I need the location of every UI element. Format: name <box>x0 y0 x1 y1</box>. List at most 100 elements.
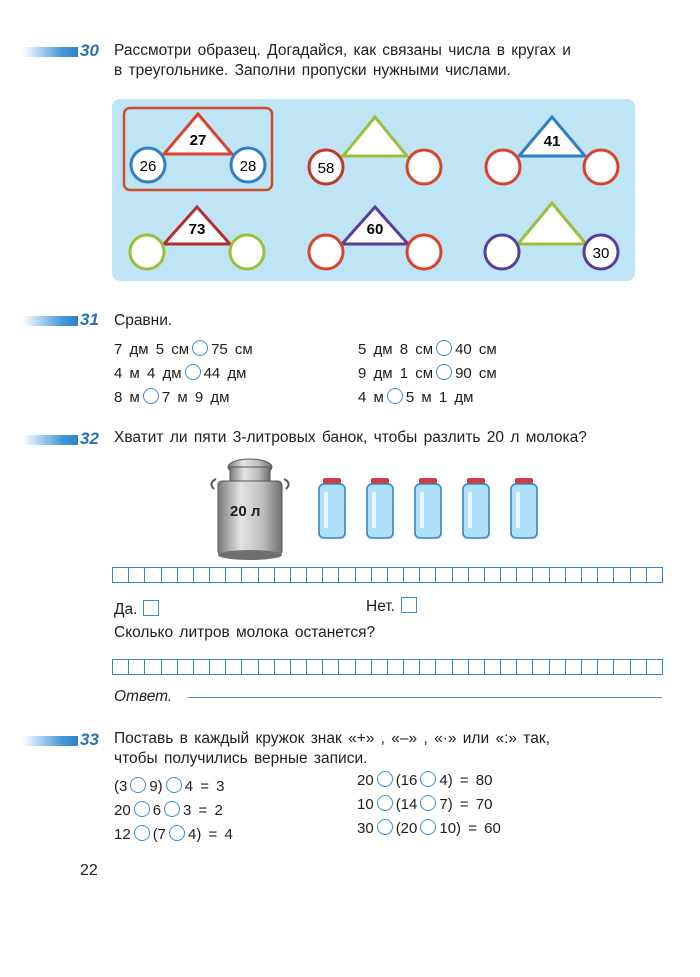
grid-cell[interactable] <box>128 659 146 675</box>
answer-line[interactable] <box>188 697 662 698</box>
grid-cell[interactable] <box>225 567 243 583</box>
grid-cell[interactable] <box>516 659 534 675</box>
grid-cell[interactable] <box>386 567 405 583</box>
grid-cell[interactable] <box>209 567 227 583</box>
operator-circle[interactable] <box>420 795 437 811</box>
operator-circle[interactable] <box>420 819 437 835</box>
operator-circle[interactable] <box>169 825 186 841</box>
grid-cell[interactable] <box>564 659 583 675</box>
grid-cell[interactable] <box>160 659 179 675</box>
grid-cell[interactable] <box>500 567 518 583</box>
grid-cell[interactable] <box>629 567 648 583</box>
operator-circle[interactable] <box>376 795 393 811</box>
grid-cell[interactable] <box>192 659 211 675</box>
operator-circle[interactable] <box>133 801 150 817</box>
grid-cell[interactable] <box>613 659 631 675</box>
grid-cell[interactable] <box>354 567 373 583</box>
grid-cell[interactable] <box>532 659 551 675</box>
grid-cell[interactable] <box>613 567 631 583</box>
grid-cell[interactable] <box>354 659 373 675</box>
grid-cell[interactable] <box>548 659 567 675</box>
grid-cell[interactable] <box>289 659 308 675</box>
no-option: Нет. <box>366 597 417 616</box>
grid-cell[interactable] <box>435 659 453 675</box>
grid-cell[interactable] <box>645 659 664 675</box>
operator-circle[interactable] <box>165 777 182 793</box>
grid-cell[interactable] <box>500 659 518 675</box>
grid-cell[interactable] <box>580 659 599 675</box>
grid-cell[interactable] <box>128 567 146 583</box>
grid-cell[interactable] <box>160 567 179 583</box>
task-30-puzzles: 27 26 28 58 41 73 60 30 <box>122 106 620 271</box>
grid-cell[interactable] <box>403 567 421 583</box>
grid-cell[interactable] <box>273 659 292 675</box>
operator-circle[interactable] <box>133 825 150 841</box>
task-32-number: 32 <box>80 429 99 448</box>
grid-cell[interactable] <box>419 659 437 675</box>
compare-circle[interactable] <box>386 388 403 404</box>
grid-cell[interactable] <box>192 567 211 583</box>
grid-cell[interactable] <box>483 567 502 583</box>
operator-circle[interactable] <box>164 801 181 817</box>
grid-cell[interactable] <box>257 659 276 675</box>
grid-cell[interactable] <box>403 659 421 675</box>
operator-circle[interactable] <box>130 777 147 793</box>
yes-checkbox[interactable] <box>143 600 160 616</box>
grid-cell[interactable] <box>370 567 389 583</box>
grid-cell[interactable] <box>419 567 437 583</box>
grid-cell[interactable] <box>241 659 259 675</box>
grid-cell[interactable] <box>645 567 664 583</box>
operator-circle[interactable] <box>420 771 437 787</box>
grid-cell[interactable] <box>144 567 162 583</box>
grid-cell[interactable] <box>370 659 389 675</box>
compare-circle[interactable] <box>192 340 209 356</box>
grid-cell[interactable] <box>516 567 534 583</box>
grid-cell[interactable] <box>322 659 340 675</box>
grid-cell[interactable] <box>338 659 356 675</box>
grid-cell[interactable] <box>176 659 195 675</box>
no-checkbox[interactable] <box>401 597 417 613</box>
grid-cell[interactable] <box>451 567 470 583</box>
compare-circle[interactable] <box>184 364 201 380</box>
grid-cell[interactable] <box>467 659 486 675</box>
grid-cell[interactable] <box>112 659 130 675</box>
operator-circle[interactable] <box>376 771 393 787</box>
grid-cell[interactable] <box>435 567 453 583</box>
grid-cell[interactable] <box>532 567 551 583</box>
grid-cell[interactable] <box>306 659 324 675</box>
grid-cell[interactable] <box>483 659 502 675</box>
milk-can-label: 20 л <box>230 503 261 520</box>
operator-circle[interactable] <box>376 819 393 835</box>
grid-cell[interactable] <box>548 567 567 583</box>
compare-circle[interactable] <box>142 388 159 404</box>
grid-cell[interactable] <box>338 567 356 583</box>
grid-cell[interactable] <box>241 567 259 583</box>
grid-cell[interactable] <box>322 567 340 583</box>
grid-cell[interactable] <box>467 567 486 583</box>
grid-cell[interactable] <box>273 567 292 583</box>
grid-cell[interactable] <box>257 567 276 583</box>
grid-cell[interactable] <box>144 659 162 675</box>
puzzle-2: 58 <box>307 114 443 186</box>
grid-cell[interactable] <box>386 659 405 675</box>
grid-cell[interactable] <box>225 659 243 675</box>
writing-grid-2[interactable] <box>112 659 664 675</box>
writing-grid-1[interactable] <box>112 567 664 583</box>
grid-cell[interactable] <box>451 659 470 675</box>
grid-cell[interactable] <box>597 567 615 583</box>
grid-cell[interactable] <box>580 567 599 583</box>
grid-cell[interactable] <box>564 567 583 583</box>
grid-cell[interactable] <box>176 567 195 583</box>
grid-cell[interactable] <box>112 567 130 583</box>
compare-circle[interactable] <box>436 364 453 380</box>
grid-cell[interactable] <box>597 659 615 675</box>
grid-cell[interactable] <box>289 567 308 583</box>
grid-cell[interactable] <box>209 659 227 675</box>
grid-cell[interactable] <box>629 659 648 675</box>
compare-circle[interactable] <box>436 340 453 356</box>
grid-cell[interactable] <box>306 567 324 583</box>
